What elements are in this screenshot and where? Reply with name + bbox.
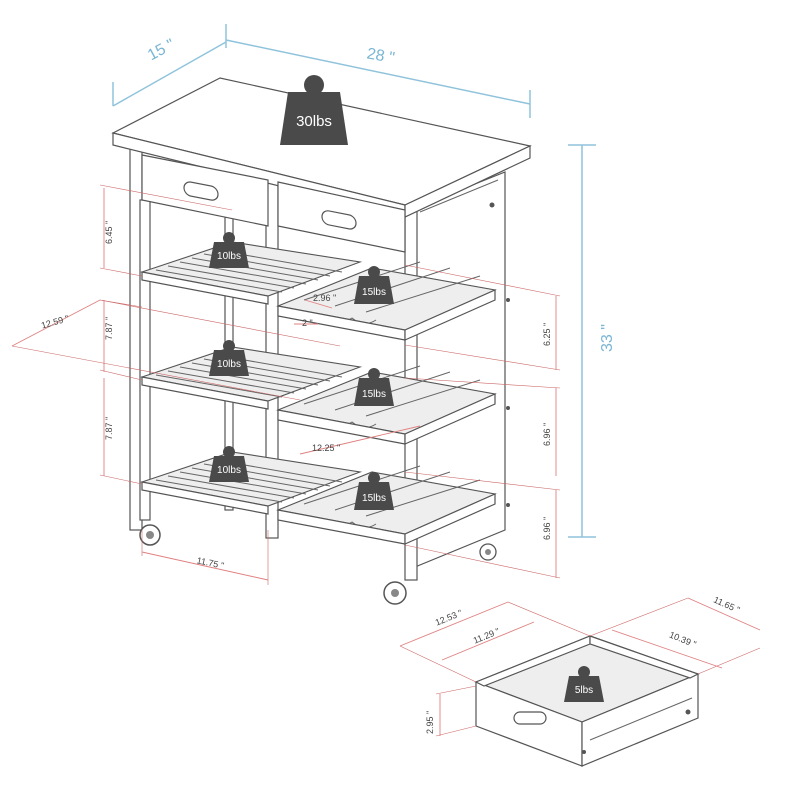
cart (111, 77, 532, 605)
weight-icon-shelf-2: 10lbs (209, 340, 249, 376)
right-drawer-handle (321, 210, 357, 230)
bottle-spacing-label: 2.96 " (313, 293, 336, 303)
overall-height-dimension: 33 " (568, 144, 616, 538)
left-shelf-dimensions: 6.45 " 7.87 " 7.87 " (99, 184, 233, 485)
drawer-handle (513, 711, 547, 725)
rack-gap-mid-label: 6.96 " (542, 423, 552, 446)
weight-label-rack-2: 15lbs (362, 389, 386, 400)
shelf-width-label: 11.75 " (196, 555, 225, 571)
weight-label-shelf-3: 10lbs (217, 465, 241, 476)
weight-icon-rack-3: 15lbs (354, 472, 394, 510)
left-shelf-middle (139, 346, 363, 410)
left-inner-post (139, 199, 151, 521)
bottle-height-label: 2 " (302, 318, 313, 328)
drawer-height-label: 2.95 " (425, 711, 435, 734)
drawer-outer-depth-label: 11.65 " (712, 595, 741, 615)
weight-icon-top: 30lbs (280, 75, 348, 145)
rack-gap-top-label: 6.25 " (542, 323, 552, 346)
weight-icon-drawer: 5lbs (564, 666, 604, 702)
overall-width-dimension: 28 " (225, 39, 531, 118)
width-label: 28 " (365, 45, 395, 67)
drawer-inner-width-label: 11.29 " (472, 626, 501, 646)
weight-label-top: 30lbs (296, 113, 332, 130)
weight-icon-rack-1: 15lbs (354, 266, 394, 304)
left-drawer-front (141, 154, 269, 227)
shelf-depth-label: 12.59 " (40, 313, 70, 330)
shelf-width-dimension: 11.75 " (141, 530, 269, 585)
weight-icon-shelf-3: 10lbs (209, 446, 249, 482)
weight-label-shelf-2: 10lbs (217, 359, 241, 370)
left-drawer-handle (183, 181, 219, 201)
weight-label-rack-3: 15lbs (362, 493, 386, 504)
weight-label-drawer: 5lbs (575, 685, 593, 696)
caster-front-right (383, 581, 407, 605)
drawer-detail: 5lbs 12.53 " 11.29 " 11.65 " 10.39 " 2.9… (399, 595, 761, 767)
drawer-outer-width-label: 12.53 " (434, 608, 464, 628)
shelf-gap-low-label: 7.87 " (104, 417, 114, 440)
weight-label-rack-1: 15lbs (362, 287, 386, 298)
depth-label: 15 " (145, 36, 178, 64)
drawer-side-panel (581, 673, 699, 767)
weight-icon-shelf-1: 10lbs (209, 232, 249, 268)
caster-rear-right (479, 543, 497, 561)
drawer-inner-depth-label: 10.39 " (668, 630, 698, 650)
caster-front-left (139, 524, 161, 546)
rack-gap-low-label: 6.96 " (542, 517, 552, 540)
weight-label-shelf-1: 10lbs (217, 251, 241, 262)
shelf-gap-mid-label: 7.87 " (104, 317, 114, 340)
rack-depth-label: 12.25 " (312, 443, 340, 453)
wine-rack-dimensions: 6.25 " 6.96 " 6.96 " 2.96 " 2 " 12.25 " (294, 264, 561, 579)
shelf-gap-top-label: 6.45 " (104, 221, 114, 244)
weight-icon-rack-2: 15lbs (354, 368, 394, 406)
height-label: 33 " (599, 324, 616, 352)
right-drawer-front (277, 181, 406, 253)
